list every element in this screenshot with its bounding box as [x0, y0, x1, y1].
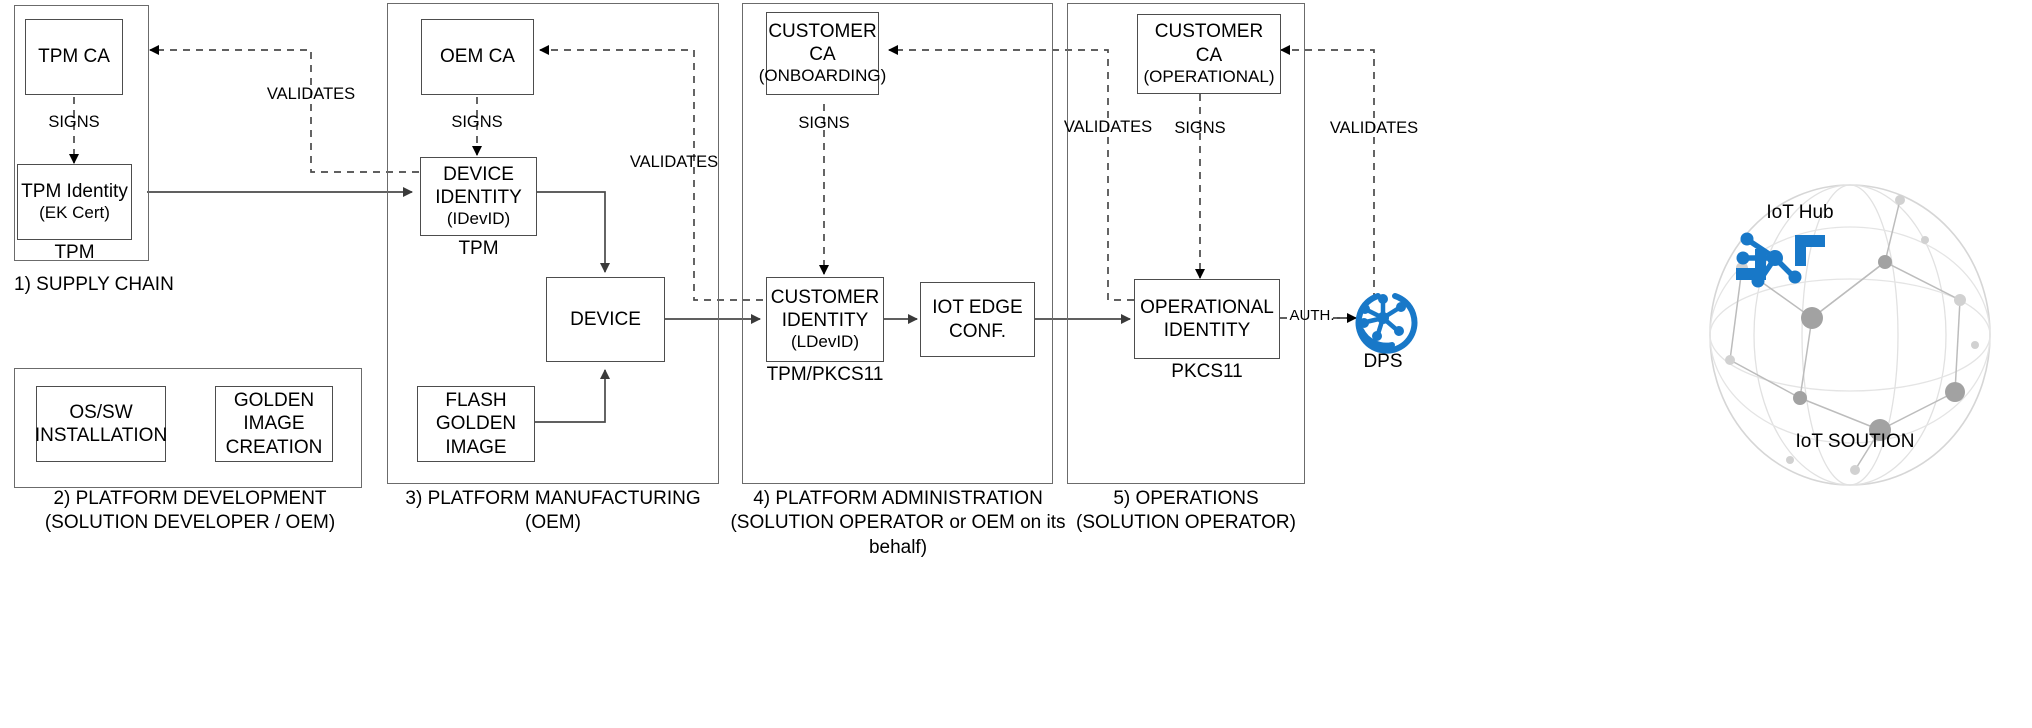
node-tpm-ca[interactable]: TPM CA [25, 19, 123, 95]
iot-solution-label: IoT SOUTION [1795, 431, 1915, 452]
node-golden-image-creation-line1: GOLDEN [233, 390, 315, 412]
node-device-label: DEVICE [570, 308, 641, 330]
node-tpm-identity-label: TPM Identity [21, 181, 128, 203]
edge-label-validates-operations-left: VALIDATES [1063, 118, 1153, 136]
node-flash-golden-image-line1: FLASH [445, 390, 507, 412]
node-customer-ca-onboarding[interactable]: CUSTOMER CA (ONBOARDING) [759, 12, 886, 95]
lane-caption-platform-development-line2: (SOLUTION DEVELOPER / OEM) [44, 512, 336, 534]
node-flash-golden-image-line2: GOLDEN [435, 413, 517, 435]
lane-supply-chain [14, 5, 149, 261]
lane-caption-platform-development-line1: 2) PLATFORM DEVELOPMENT [53, 488, 327, 509]
lane-caption-platform-manufacturing-line2: (OEM) [525, 512, 581, 534]
lane-caption-supply-chain-line1: 1) SUPPLY CHAIN [14, 274, 174, 295]
lane-operations [1067, 3, 1305, 484]
edge-label-validates-supply: VALIDATES [266, 85, 356, 103]
lane-caption-platform-administration-line3: behalf) [868, 536, 928, 558]
node-iot-edge-conf-line1: IOT EDGE [932, 297, 1023, 319]
node-device-identity-under-label: TPM [458, 238, 499, 259]
lane-caption-platform-administration-line2: (SOLUTION OPERATOR or OEM on its [730, 512, 1066, 534]
node-customer-identity-sub: (LDevID) [790, 332, 859, 352]
node-customer-identity-under-label: TPM/PKCS11 [766, 364, 884, 385]
node-golden-image-creation-line2: IMAGE [243, 413, 305, 435]
edge-label-signs-customer-onboarding: SIGNS [798, 114, 850, 132]
node-oem-ca[interactable]: OEM CA [421, 19, 534, 95]
edge-label-validates-operations-right: VALIDATES [1329, 119, 1419, 137]
lane-caption-operations: 5) OPERATIONS (SOLUTION OPERATOR) [1055, 487, 1317, 536]
lane-caption-platform-manufacturing-line1: 3) PLATFORM MANUFACTURING [405, 488, 701, 509]
lane-caption-platform-administration-line1: 4) PLATFORM ADMINISTRATION [753, 488, 1043, 509]
lane-caption-platform-manufacturing: 3) PLATFORM MANUFACTURING (OEM) [375, 487, 731, 536]
node-tpm-identity[interactable]: TPM Identity (EK Cert) [17, 164, 132, 240]
node-customer-ca-operational[interactable]: CUSTOMER CA (OPERATIONAL) [1137, 14, 1281, 94]
dps-icon [1355, 293, 1418, 354]
lane-caption-platform-administration: 4) PLATFORM ADMINISTRATION (SOLUTION OPE… [730, 487, 1066, 560]
node-operational-identity-line2: IDENTITY [1163, 320, 1251, 341]
edge-label-signs-oem: SIGNS [451, 113, 503, 131]
node-tpm-ca-label: TPM CA [38, 46, 110, 68]
dps-label: DPS [1363, 351, 1403, 372]
node-customer-ca-operational-line1: CUSTOMER CA [1154, 21, 1264, 66]
lane-caption-supply-chain: 1) SUPPLY CHAIN [0, 273, 244, 297]
node-operational-identity[interactable]: OPERATIONAL IDENTITY [1134, 279, 1280, 359]
node-os-sw-installation[interactable]: OS/SW INSTALLATION [34, 386, 168, 462]
node-golden-image-creation-line3: CREATION [225, 436, 323, 458]
node-customer-ca-onboarding-sub: (ONBOARDING) [758, 66, 887, 86]
node-flash-golden-image[interactable]: FLASH GOLDEN IMAGE [417, 386, 535, 462]
node-iot-edge-conf[interactable]: IOT EDGE CONF. [920, 282, 1035, 357]
node-device-identity[interactable]: DEVICE IDENTITY (IDevID) [420, 157, 537, 236]
node-device-identity-line1: DEVICE [443, 163, 514, 185]
edge-label-signs-operational: SIGNS [1174, 119, 1226, 137]
lane-caption-operations-line2: (SOLUTION OPERATOR) [1076, 512, 1296, 534]
node-os-sw-installation-line2: INSTALLATION [34, 425, 168, 446]
node-device-identity-sub: (IDevID) [446, 209, 511, 229]
node-customer-identity[interactable]: CUSTOMER IDENTITY (LDevID) [766, 277, 884, 362]
node-iot-edge-conf-line2: CONF. [949, 320, 1006, 342]
node-device[interactable]: DEVICE [546, 277, 665, 362]
node-os-sw-installation-line1: OS/SW [69, 401, 133, 423]
node-customer-ca-onboarding-line2: CA [809, 44, 836, 66]
node-operational-identity-line1: OPERATIONAL [1140, 296, 1274, 318]
node-customer-ca-operational-sub: (OPERATIONAL) [1143, 66, 1275, 86]
node-device-identity-line2: IDENTITY [435, 187, 522, 209]
node-customer-identity-line1: CUSTOMER [770, 286, 880, 308]
lane-platform-manufacturing [387, 3, 719, 484]
node-tpm-identity-sub: (EK Cert) [39, 203, 110, 223]
node-flash-golden-image-line3: IMAGE [445, 436, 507, 458]
iot-hub-label: IoT Hub [1766, 202, 1834, 223]
lane-platform-development [14, 368, 362, 488]
lane-platform-administration [742, 3, 1053, 484]
edge-label-validates-manufacturing: VALIDATES [629, 153, 719, 171]
edge-label-auth: AUTH. [1289, 307, 1335, 324]
node-customer-ca-onboarding-line1: CUSTOMER [768, 20, 877, 42]
node-golden-image-creation[interactable]: GOLDEN IMAGE CREATION [215, 386, 333, 462]
node-oem-ca-label: OEM CA [440, 46, 515, 68]
edge-label-signs-tpm: SIGNS [48, 113, 100, 131]
lane-caption-platform-development: 2) PLATFORM DEVELOPMENT (SOLUTION DEVELO… [0, 487, 380, 536]
node-operational-identity-under-label: PKCS11 [1171, 361, 1243, 382]
iot-hub-icon [1736, 232, 1825, 288]
node-tpm-identity-under-label: TPM [54, 242, 95, 263]
node-customer-identity-line2: IDENTITY [781, 310, 869, 332]
lane-caption-operations-line1: 5) OPERATIONS [1113, 488, 1259, 509]
